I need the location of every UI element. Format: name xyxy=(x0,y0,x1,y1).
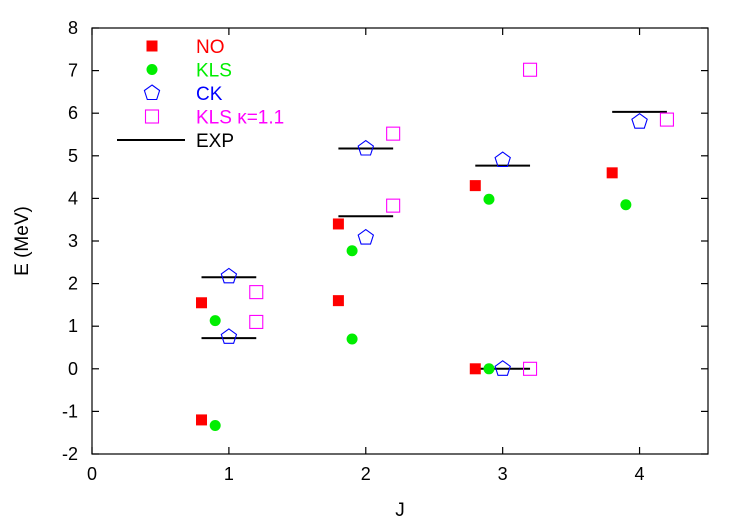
point-kls-1-1 xyxy=(386,198,401,213)
legend-label-no: NO xyxy=(196,37,225,58)
x-tick-label: 1 xyxy=(224,464,234,484)
point-no xyxy=(332,218,344,230)
legend-label-kls: KLS xyxy=(196,61,232,82)
data-marks xyxy=(196,62,674,431)
axis-ticks: 0 1 2 3 4 -2 -1 0 1 2 3 4 5 6 7 8 xyxy=(62,18,708,484)
legend-swatch-no xyxy=(146,40,158,52)
point-kls xyxy=(346,245,358,257)
point-ck xyxy=(494,360,511,376)
legend-label-kls-1-1: KLS κ=1.1 xyxy=(196,108,284,129)
y-tick-label: -2 xyxy=(62,444,78,464)
y-tick-label: 6 xyxy=(68,103,78,123)
y-tick-label: 5 xyxy=(68,146,78,166)
x-tick-label: 3 xyxy=(498,464,508,484)
point-ck xyxy=(220,328,238,344)
point-kls xyxy=(346,333,358,345)
x-axis-title: J xyxy=(395,500,405,521)
point-ck xyxy=(357,228,375,245)
y-axis-title: E (MeV) xyxy=(12,206,33,276)
point-ck xyxy=(357,139,375,156)
x-tick-label: 0 xyxy=(87,464,97,484)
point-kls xyxy=(209,315,221,327)
point-kls-1-1 xyxy=(249,285,264,300)
point-ck xyxy=(494,151,511,168)
point-kls-1-1 xyxy=(522,361,538,376)
point-no xyxy=(469,363,481,375)
y-tick-label: 8 xyxy=(68,18,78,38)
legend-swatch-kls-1-1 xyxy=(144,109,160,124)
plot-frame xyxy=(91,27,709,455)
point-no xyxy=(196,297,208,309)
point-no xyxy=(606,167,618,179)
y-tick-label: 1 xyxy=(68,316,78,336)
point-kls xyxy=(209,419,221,431)
legend-swatch-kls xyxy=(146,64,158,75)
legend-label-exp: EXP xyxy=(196,131,234,152)
point-kls xyxy=(483,363,495,375)
legend-swatch-ck xyxy=(143,84,161,101)
point-kls-1-1 xyxy=(386,126,401,141)
point-no xyxy=(332,295,344,307)
legend-label-ck: CK xyxy=(196,84,223,105)
point-ck xyxy=(631,113,648,129)
y-tick-label: 2 xyxy=(68,274,78,294)
y-tick-label: -1 xyxy=(62,401,78,421)
point-kls-1-1 xyxy=(659,112,674,127)
y-tick-label: 3 xyxy=(68,231,78,251)
point-kls-1-1 xyxy=(249,314,264,329)
y-tick-label: 4 xyxy=(68,188,78,208)
point-kls xyxy=(483,193,495,205)
x-tick-label: 4 xyxy=(635,464,645,484)
point-no xyxy=(469,180,481,192)
point-kls xyxy=(620,199,632,211)
point-no xyxy=(196,414,208,426)
point-kls-1-1 xyxy=(522,62,538,77)
x-tick-label: 2 xyxy=(361,464,371,484)
y-tick-label: 7 xyxy=(68,61,78,81)
point-ck xyxy=(220,267,238,284)
y-tick-label: 0 xyxy=(68,359,78,379)
